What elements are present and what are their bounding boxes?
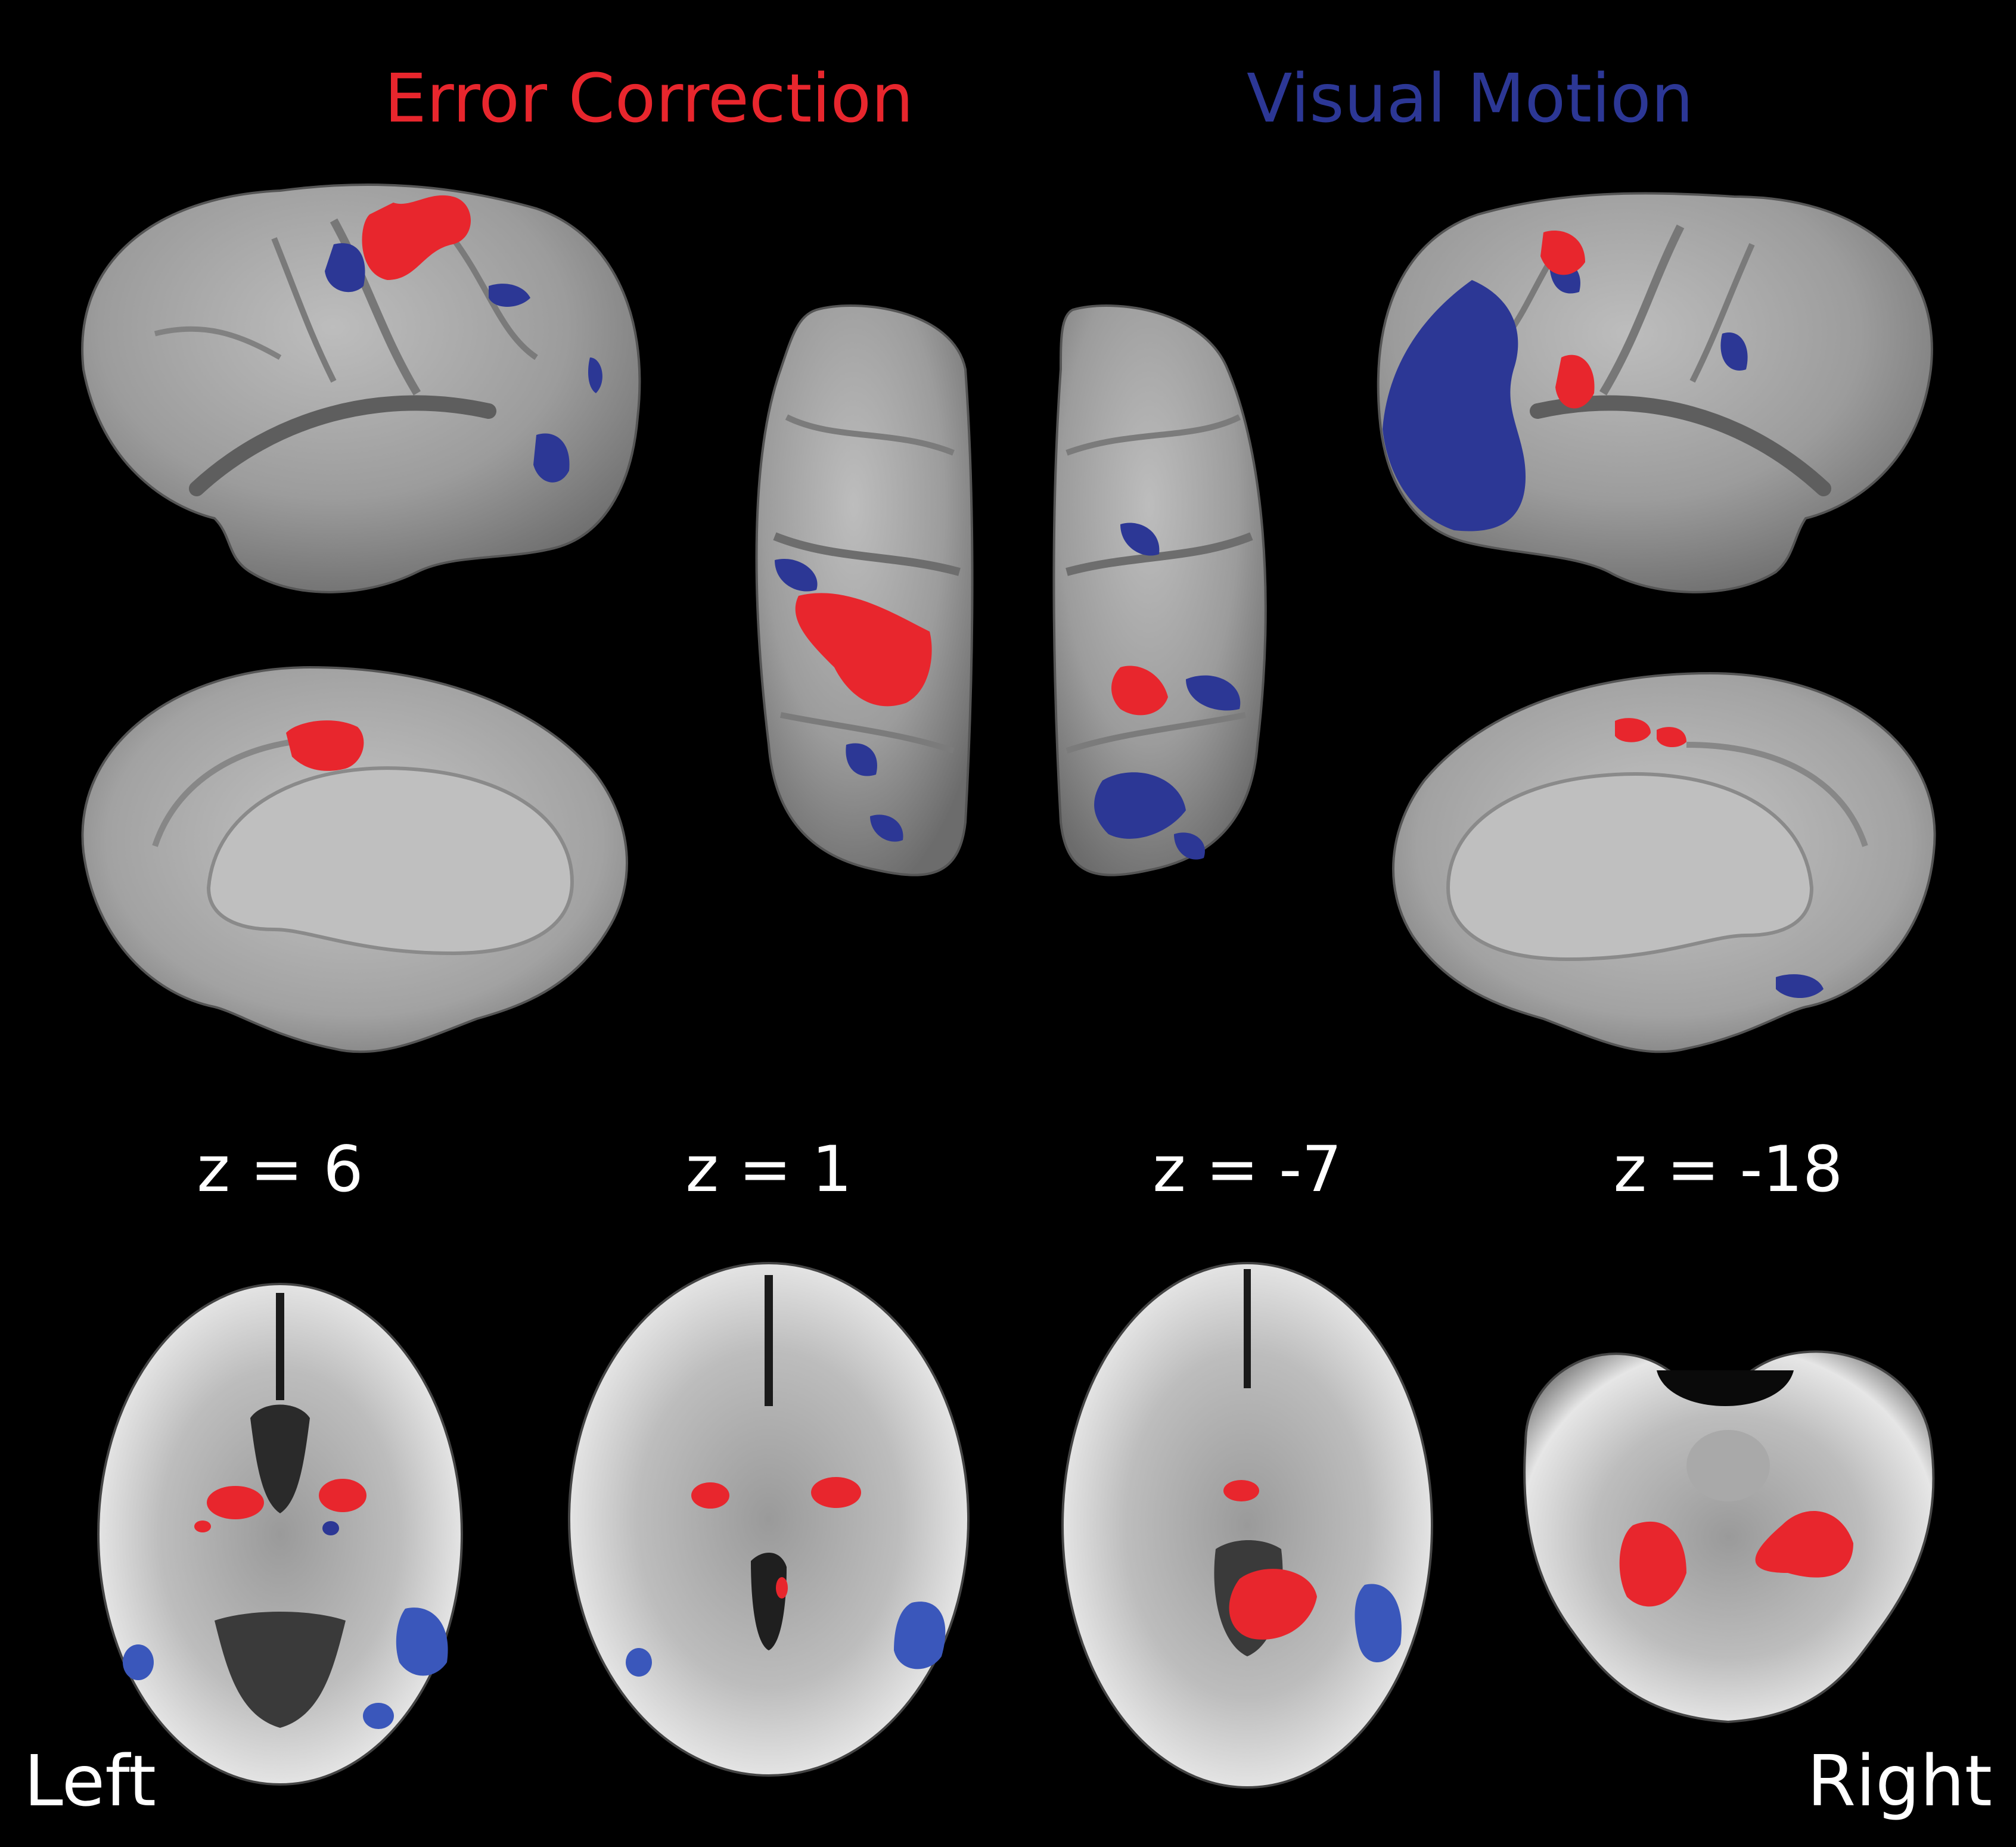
dorsal-left-error-patch [795,593,932,707]
z-7-motion-blob [1355,1584,1402,1662]
dorsal-right-error-patch [1111,666,1168,716]
z6-right-error-blob [319,1479,366,1512]
z-18-right-error-blob [1755,1511,1853,1578]
right-lateral-hemisphere [1377,192,1933,593]
z1-left-error-blob [691,1482,729,1509]
orientation-left-label: Left [24,1740,156,1822]
slice-label-z1: z = 1 [685,1133,852,1206]
legend-visual-motion: Visual Motion [1247,60,1694,138]
left-lateral-motion-patch [325,243,365,293]
z6-left-error-blob [207,1486,264,1519]
axial-slice-z-7 [1061,1262,1433,1789]
orientation-right-label: Right [1807,1740,1992,1822]
slice-label-z-18: z = -18 [1613,1133,1843,1206]
z-7-cerebellar-error-blob [1229,1569,1317,1640]
slice-label-z-7: z = -7 [1153,1133,1342,1206]
right-medial-motion-patch [1776,974,1824,998]
right-lateral-error-patch [1540,231,1585,275]
axial-slice-z1 [568,1262,970,1777]
left-medial-hemisphere [81,666,628,1053]
dorsal-right-motion-patch [1094,772,1186,839]
axial-slice-z6 [97,1283,463,1786]
right-medial-hemisphere [1392,671,1936,1053]
z1-motion-blob [894,1602,946,1669]
right-lateral-motion-patch [1383,280,1526,531]
z6-motion-blob [396,1607,448,1676]
left-medial-error-patch [286,720,364,771]
z-7-midline-error-blob [1223,1480,1259,1501]
axial-slice-z-18 [1523,1350,1935,1724]
left-lateral-error-patch [362,195,471,280]
z-18-left-error-blob [1619,1521,1686,1607]
legend-error-correction: Error Correction [384,60,914,138]
slice-label-z6: z = 6 [197,1133,364,1206]
dorsal-right-hemisphere [1052,304,1267,876]
z1-right-error-blob [811,1477,861,1508]
left-lateral-hemisphere [81,184,641,593]
dorsal-left-hemisphere [755,304,974,876]
